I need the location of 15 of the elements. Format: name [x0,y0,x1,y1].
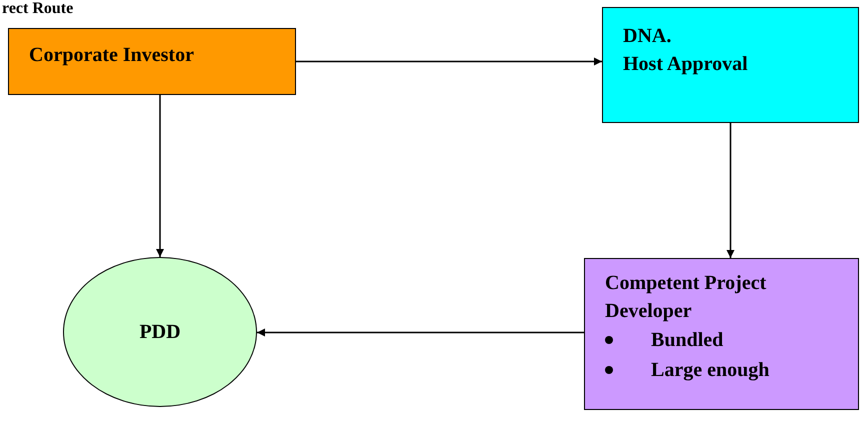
arrow [257,328,584,336]
node-label: Competent Project Developer [605,271,768,324]
arrow [726,123,734,258]
node-label: DNA. [623,24,672,49]
process-box [8,28,296,95]
arrow [296,58,602,66]
process-box [602,7,859,123]
bullet-item: Bundled [651,328,724,353]
node-label: Corporate Investor [29,43,194,68]
process-box [584,258,859,410]
diagram-title: rect Route [2,0,74,18]
bullet-item: Large enough [651,358,770,383]
arrow [156,95,164,257]
node-label: Host Approval [623,52,748,77]
node-label: PDD [139,320,181,345]
